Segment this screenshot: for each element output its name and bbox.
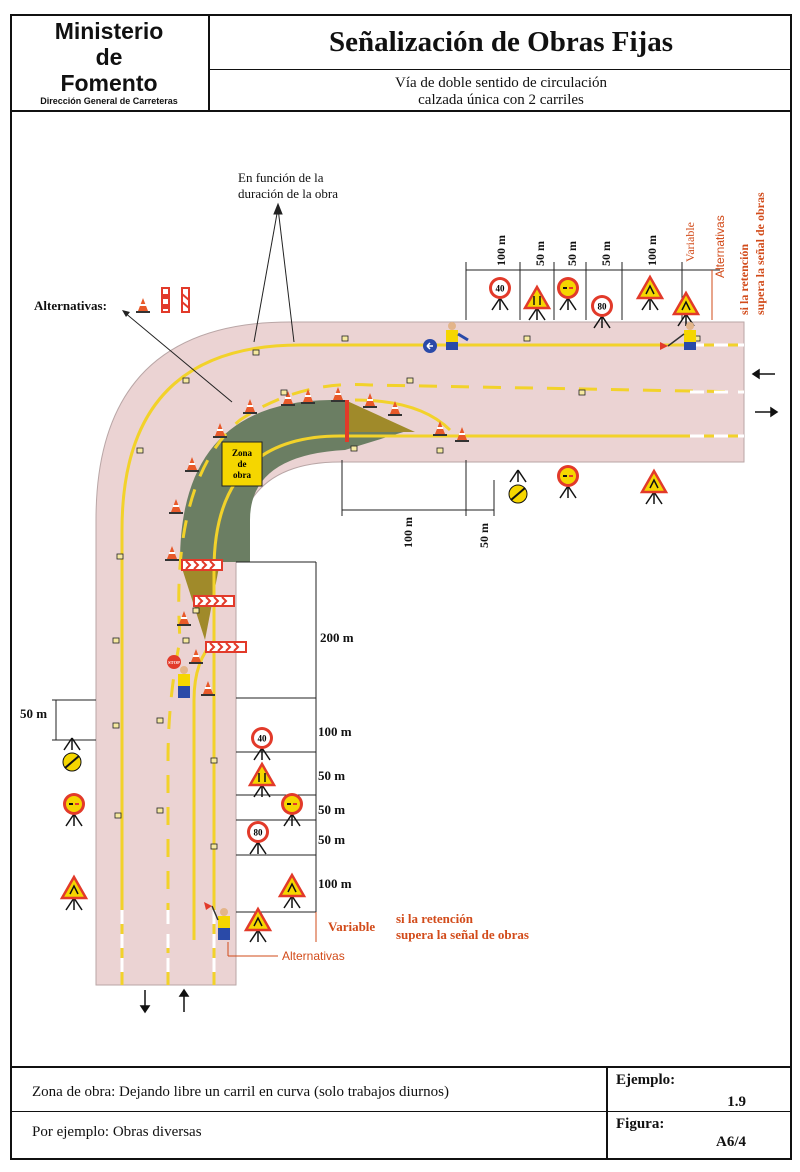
bottom-distance-1: 100 m xyxy=(401,517,415,548)
work-zone-label: Zona de obra xyxy=(221,441,263,487)
flagger-stop: STOP xyxy=(167,655,190,698)
roadworks-sign-right xyxy=(639,468,669,505)
roadworks-sign-bottom-1 xyxy=(277,872,307,909)
bottom-distance-2: 50 m xyxy=(477,523,491,548)
roadworks-sign-top-1 xyxy=(635,274,665,311)
ministry-line-3: Fomento xyxy=(60,70,158,96)
page-subtitle: Vía de doble sentido de circulación calz… xyxy=(210,70,792,112)
ministry-logo-block: Ministerio de Fomento Dirección General … xyxy=(10,14,210,112)
figure-description: Zona de obra: Dejando libre un carril en… xyxy=(10,1066,606,1112)
bottom-dimension-lines xyxy=(52,460,495,913)
subtitle-line-1: Vía de doble sentido de circulación xyxy=(394,75,607,91)
no-overtaking-sign-top xyxy=(557,277,579,311)
example-label: Ejemplo: xyxy=(616,1072,676,1088)
flagger-top-right xyxy=(660,322,696,350)
no-overtaking-sign-right xyxy=(557,465,579,499)
flagger-top-left xyxy=(446,322,469,350)
bottom-alternatives-label: Alternativas xyxy=(282,949,345,963)
end-restriction-sign-left xyxy=(62,737,82,772)
ministry-line-1: Ministerio xyxy=(54,18,164,44)
left-distance: 50 m xyxy=(20,706,47,721)
speed-80-bottom-text: 80 xyxy=(254,828,264,838)
bottom-alternatives-pointer xyxy=(227,942,278,957)
roadworks-sign-bottom-2 xyxy=(243,906,273,943)
roadworks-sign-top-2 xyxy=(671,290,701,327)
roadworks-sign-left xyxy=(59,874,89,911)
alternatives-icons xyxy=(136,287,190,313)
top-distance-2: 50 m xyxy=(533,241,547,266)
flagger-bottom xyxy=(204,902,230,940)
white-edge-dashes xyxy=(120,343,744,980)
top-distance-1: 100 m xyxy=(494,235,508,266)
example-number-cell: Ejemplo: 1.9 xyxy=(606,1066,792,1112)
no-overtaking-sign-left xyxy=(63,793,85,827)
keep-left-sign xyxy=(423,339,437,353)
duration-note-2: duración de la obra xyxy=(238,186,338,201)
bottom-signs: 40 80 xyxy=(59,727,307,943)
road-narrows-sign-bottom xyxy=(247,761,277,798)
right-distance-1: 100 m xyxy=(318,724,352,739)
bottom-retention-2: supera la señal de obras xyxy=(396,927,529,942)
top-distance-5: 100 m xyxy=(645,235,659,266)
top-alternatives-label: Alternativas xyxy=(713,215,727,278)
bottom-retention-1: si la retención xyxy=(396,911,474,926)
alternatives-label: Alternativas: xyxy=(34,298,107,313)
end-restriction-sign-right xyxy=(508,469,528,504)
work-zone-text-1: Zona xyxy=(232,448,253,458)
stop-paddle-text: STOP xyxy=(168,660,180,665)
duration-pointers xyxy=(253,202,295,343)
bottom-distances: 100 m 50 m xyxy=(401,517,491,548)
figure-label: Figura: xyxy=(616,1116,665,1132)
speed-40-bottom-text: 40 xyxy=(258,734,268,744)
direction-arrows xyxy=(139,368,779,1014)
speed-40-top-text: 40 xyxy=(496,284,506,294)
road-narrows-sign-top xyxy=(522,284,552,321)
work-zone-area xyxy=(180,400,415,640)
right-distances: 100 m 50 m 50 m 50 m 100 m xyxy=(318,724,352,891)
speed-limit-80-sign-bottom: 80 xyxy=(247,821,269,855)
speed-limit-40-sign-bottom: 40 xyxy=(251,727,273,761)
work-zone-text-3: obra xyxy=(233,470,252,480)
example-value: 1.9 xyxy=(727,1094,746,1110)
top-dimension-lines xyxy=(465,262,720,320)
duration-note-1: En función de la xyxy=(238,170,324,185)
directorate-name: Dirección General de Carreteras xyxy=(40,96,178,106)
work-zone-text-2: de xyxy=(238,459,247,469)
page-frame xyxy=(10,14,792,1160)
top-distance-4: 50 m xyxy=(599,241,613,266)
top-variable-label: Variable xyxy=(683,222,697,262)
top-signs: 40 80 xyxy=(423,274,701,505)
bottom-variable-label: Variable xyxy=(328,919,375,934)
taper-distance: 200 m xyxy=(320,630,354,645)
alternatives-arrowhead xyxy=(122,310,130,317)
speed-limit-80-sign-top: 80 xyxy=(591,295,613,329)
speed-80-top-text: 80 xyxy=(598,302,608,312)
right-distance-4: 50 m xyxy=(318,832,345,847)
speed-limit-40-sign-top: 40 xyxy=(489,277,511,311)
no-overtaking-sign-bottom xyxy=(281,793,303,827)
figure-value: A6/4 xyxy=(716,1134,746,1150)
page-title: Señalización de Obras Fijas xyxy=(210,14,792,70)
top-retention-1: si la retención xyxy=(737,244,751,315)
right-distance-3: 50 m xyxy=(318,802,345,817)
figure-number-cell: Figura: A6/4 xyxy=(606,1112,792,1160)
stop-paddle xyxy=(167,655,181,669)
ministry-name: Ministerio de Fomento xyxy=(10,18,208,96)
top-distance-3: 50 m xyxy=(565,241,579,266)
top-distances: 100 m 50 m 50 m 50 m 100 m xyxy=(494,235,659,266)
alternatives-pointer xyxy=(123,311,233,403)
ministry-line-2: de xyxy=(95,44,123,70)
subtitle-line-2: calzada única con 2 carriles xyxy=(418,92,584,108)
right-distance-2: 50 m xyxy=(318,768,345,783)
chevron-boards xyxy=(181,400,349,653)
example-description: Por ejemplo: Obras diversas xyxy=(32,1124,202,1140)
top-retention-2: supera la señal de obras xyxy=(753,192,767,315)
right-distance-5: 100 m xyxy=(318,876,352,891)
